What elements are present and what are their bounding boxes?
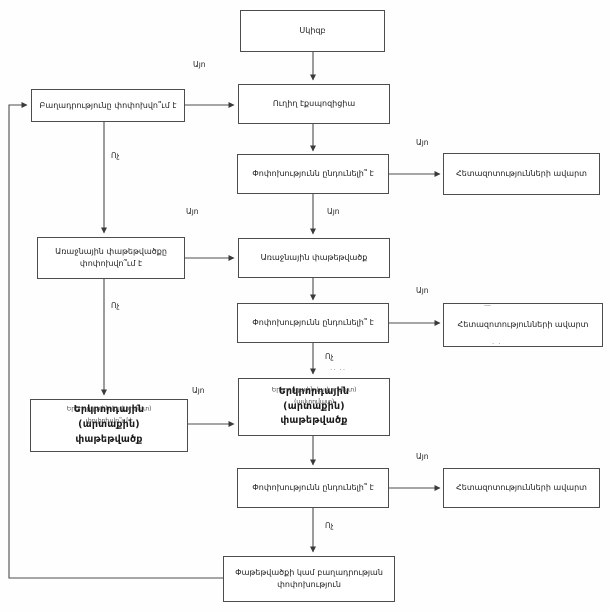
flow-box-secondary-question-label: Երկրորդային (արտաքին) փաթեթվածք	[73, 404, 145, 445]
flow-box-end-of-studies-2-label: Հետազոտությունների ավարտ	[457, 320, 589, 330]
flow-box-start: Սկիզբ	[240, 10, 385, 52]
flow-box-decision1: Փոփոխությունն ընդունելի՞ է	[237, 154, 389, 194]
flow-box-change-packaging-or-composition-label: Փաթեթվածքի կամ բաղադրության փոփոխություն	[235, 568, 383, 589]
flow-box-decision3-label: Փոփոխությունն ընդունելի՞ է	[252, 483, 374, 493]
flow-box-end-of-studies-1: Հետազոտությունների ավարտ	[443, 153, 600, 195]
flow-box-primary-packaging: Առաջնային փաթեթվածք	[238, 238, 390, 278]
flow-box-end-of-studies-3-label: Հետազոտությունների ավարտ	[456, 483, 587, 493]
edge-label-decision2-no: Ոչ	[325, 352, 334, 361]
edge-label-decision2-yes: Այո	[416, 286, 429, 295]
flow-box-end-of-studies-3: Հետազոտությունների ավարտ	[443, 468, 600, 508]
flow-box-secondary-packaging-label: Երկրորդային (արտաքին) փաթեթվածք	[278, 385, 350, 427]
flow-box-primary-question-label: Առաջնային փաթեթվածքը փոփոխվո՞ւմ է	[55, 247, 167, 268]
edge-label-composition-no: Ոչ	[111, 151, 120, 160]
flow-box-end-of-studies-2: Հետազոտությունների ավարտ	[443, 303, 603, 347]
flow-box-decision2-label: Փոփոխությունն ընդունելի՞ է	[252, 318, 374, 328]
flow-box-decision2: Փոփոխությունն ընդունելի՞ է	[237, 303, 389, 343]
edge-label-decision3-yes: Այո	[416, 452, 429, 461]
flow-box-direct-exposure: Ուղիղ էքսպոզիցիա	[238, 84, 390, 124]
scan-artifact-dots: · ·	[492, 340, 502, 348]
scan-artifact-overprint: ·· ··	[330, 366, 347, 374]
flow-box-change-packaging-or-composition: Փաթեթվածքի կամ բաղադրության փոփոխություն	[223, 556, 395, 602]
edge-label-primaryq-no: Ոչ	[111, 301, 120, 310]
scan-artifact-dash: —	[484, 301, 492, 309]
edge-label-decision1-down: Այո	[327, 207, 340, 216]
flow-box-direct-exposure-label: Ուղիղ էքսպոզիցիա	[272, 99, 356, 109]
edge-label-decision3-no: Ոչ	[325, 521, 334, 530]
flow-box-secondary-packaging: Երկրորդային (արտաքին) փաթեթվածք Երկրորդա…	[238, 378, 390, 436]
edge-label-decision1-yes: Այո	[416, 138, 429, 147]
edge-label-primaryq-yes: Այո	[186, 207, 199, 216]
flow-box-composition-question: Բաղադրությունը փոփոխվո՞ւմ է	[31, 89, 185, 122]
flow-box-end-of-studies-1-label: Հետազոտությունների ավարտ	[456, 169, 587, 179]
edge-label-secondaryq-yes: Այո	[192, 386, 205, 395]
edge-feedback-loop	[8, 102, 223, 579]
edge-label-composition-yes: Այո	[193, 60, 206, 69]
flow-box-start-label: Սկիզբ	[299, 26, 326, 36]
flow-box-decision3: Փոփոխությունն ընդունելի՞ է	[237, 468, 389, 508]
flow-box-primary-question: Առաջնային փաթեթվածքը փոփոխվո՞ւմ է	[37, 237, 185, 279]
flow-box-decision1-label: Փոփոխությունն ընդունելի՞ է	[252, 169, 374, 179]
flow-box-secondary-question: Երկրորդային (արտաքին) փաթեթվածք Երկրորդա…	[30, 399, 188, 452]
flow-box-composition-question-label: Բաղադրությունը փոփոխվո՞ւմ է	[39, 100, 177, 110]
flow-box-primary-packaging-label: Առաջնային փաթեթվածք	[260, 253, 368, 263]
